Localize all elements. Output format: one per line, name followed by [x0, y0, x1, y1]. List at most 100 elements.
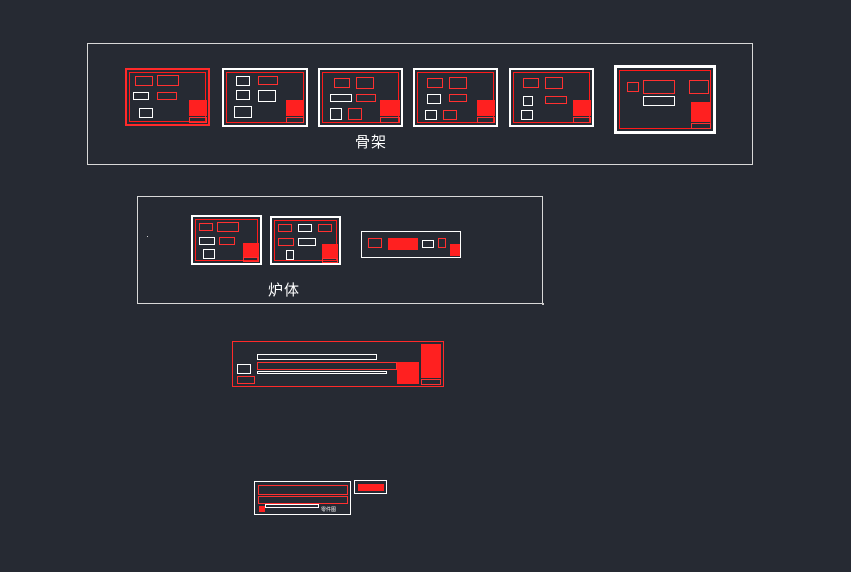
drawing-part: [203, 249, 215, 259]
drawing-part: [356, 94, 376, 102]
title-lines: [691, 123, 711, 129]
drawing-part: [427, 78, 443, 88]
skeleton-sheet-3[interactable]: [318, 68, 403, 127]
title-lines: [322, 258, 338, 263]
sheet-border: [129, 72, 206, 122]
drawing-part: [157, 75, 179, 86]
drawing-part: [449, 77, 467, 89]
drawing-part: [356, 77, 374, 89]
skeleton-sheet-2[interactable]: [222, 68, 308, 127]
drawing-part: [368, 238, 382, 248]
sheet-border: [513, 72, 590, 123]
drawing-part: [627, 82, 639, 92]
drawing-part: [257, 362, 397, 370]
drawing-part: [388, 238, 418, 250]
drawing-part: [135, 76, 153, 86]
sheet-border: [226, 72, 304, 123]
sheet-border: [619, 70, 711, 129]
title-lines: [573, 117, 591, 123]
title-block: [450, 244, 460, 256]
drawing-part: [298, 224, 312, 232]
bottom-detail-sheet[interactable]: [354, 480, 387, 494]
drawing-part: [236, 90, 250, 100]
title-lines: [380, 117, 400, 123]
drawing-part: [689, 80, 709, 94]
drawing-part: [217, 222, 239, 232]
drawing-part: [443, 110, 457, 120]
drawing-part: [330, 94, 352, 102]
drawing-part: [258, 90, 276, 102]
drawing-part: [133, 92, 149, 100]
title-block: [243, 243, 259, 257]
title-block: [477, 100, 495, 116]
skeleton-group-label: 骨架: [355, 133, 388, 151]
drawing-part: [234, 106, 252, 118]
title-block-side: [421, 344, 441, 378]
furnace-body-sheet-1[interactable]: [191, 215, 262, 265]
drawing-part: [258, 485, 348, 495]
drawing-part: [157, 92, 177, 100]
furnace-body-group-label: 炉体: [268, 281, 301, 299]
drawing-part: [258, 496, 348, 504]
drawing-part: [427, 94, 441, 104]
drawing-part: [545, 77, 563, 89]
drawing-part: [258, 76, 278, 85]
bottom-sheet-title: 零件图: [321, 507, 337, 513]
drawing-part: [422, 240, 434, 248]
sheet-border: [195, 219, 258, 261]
title-block: [397, 362, 419, 384]
title-block: [286, 100, 304, 116]
skeleton-sheet-5[interactable]: [509, 68, 594, 127]
furnace-body-sheet-2[interactable]: [270, 216, 341, 265]
title-lines: [189, 117, 207, 123]
drawing-part: [236, 76, 250, 86]
title-block: [691, 102, 711, 122]
furnace-body-group-frame: [137, 196, 543, 304]
drawing-part: [425, 110, 437, 120]
drawing-part: [278, 238, 294, 246]
sheet-border: [417, 72, 494, 123]
frame-grip: [542, 303, 544, 305]
drawing-part: [330, 108, 342, 120]
sheet-border: [274, 220, 337, 261]
title-lines: [421, 379, 441, 385]
skeleton-sheet-4[interactable]: [413, 68, 498, 127]
drawing-part: [523, 78, 539, 88]
title-block: [573, 100, 591, 116]
title-block: [189, 100, 207, 116]
title-block: [322, 244, 338, 258]
drawing-part: [643, 96, 675, 106]
drawing-part: [199, 223, 213, 231]
title-lines: [477, 117, 495, 123]
drawing-part: [643, 80, 675, 94]
title-block: [380, 100, 400, 116]
insertion-point: [147, 236, 148, 237]
drawing-part: [545, 96, 567, 104]
drawing-part: [438, 238, 446, 248]
drawing-part: [139, 108, 153, 118]
drawing-part: [521, 110, 533, 120]
skeleton-sheet-1[interactable]: [125, 68, 210, 126]
drawing-part: [278, 224, 292, 232]
furnace-body-sheet-3[interactable]: [361, 231, 461, 258]
drawing-part: [318, 224, 332, 232]
skeleton-sheet-6[interactable]: [614, 65, 716, 134]
drawing-part: [199, 237, 215, 245]
title-lines: [243, 257, 259, 262]
drawing-part: [523, 96, 533, 106]
drawing-part: [257, 371, 387, 374]
bottom-parts-sheet[interactable]: 零件图: [254, 481, 351, 515]
drawing-part: [286, 250, 294, 260]
drawing-part: [348, 108, 362, 120]
drawing-part: [237, 364, 251, 374]
drawing-part: [257, 354, 377, 360]
drawing-part: [265, 504, 319, 508]
drawing-part: [237, 376, 255, 384]
drawing-part: [449, 94, 467, 102]
long-assembly-sheet[interactable]: [232, 341, 444, 387]
drawing-part: [358, 484, 384, 491]
drawing-part: [219, 237, 235, 245]
skeleton-group-frame: [87, 43, 753, 165]
drawing-part: [259, 506, 265, 512]
